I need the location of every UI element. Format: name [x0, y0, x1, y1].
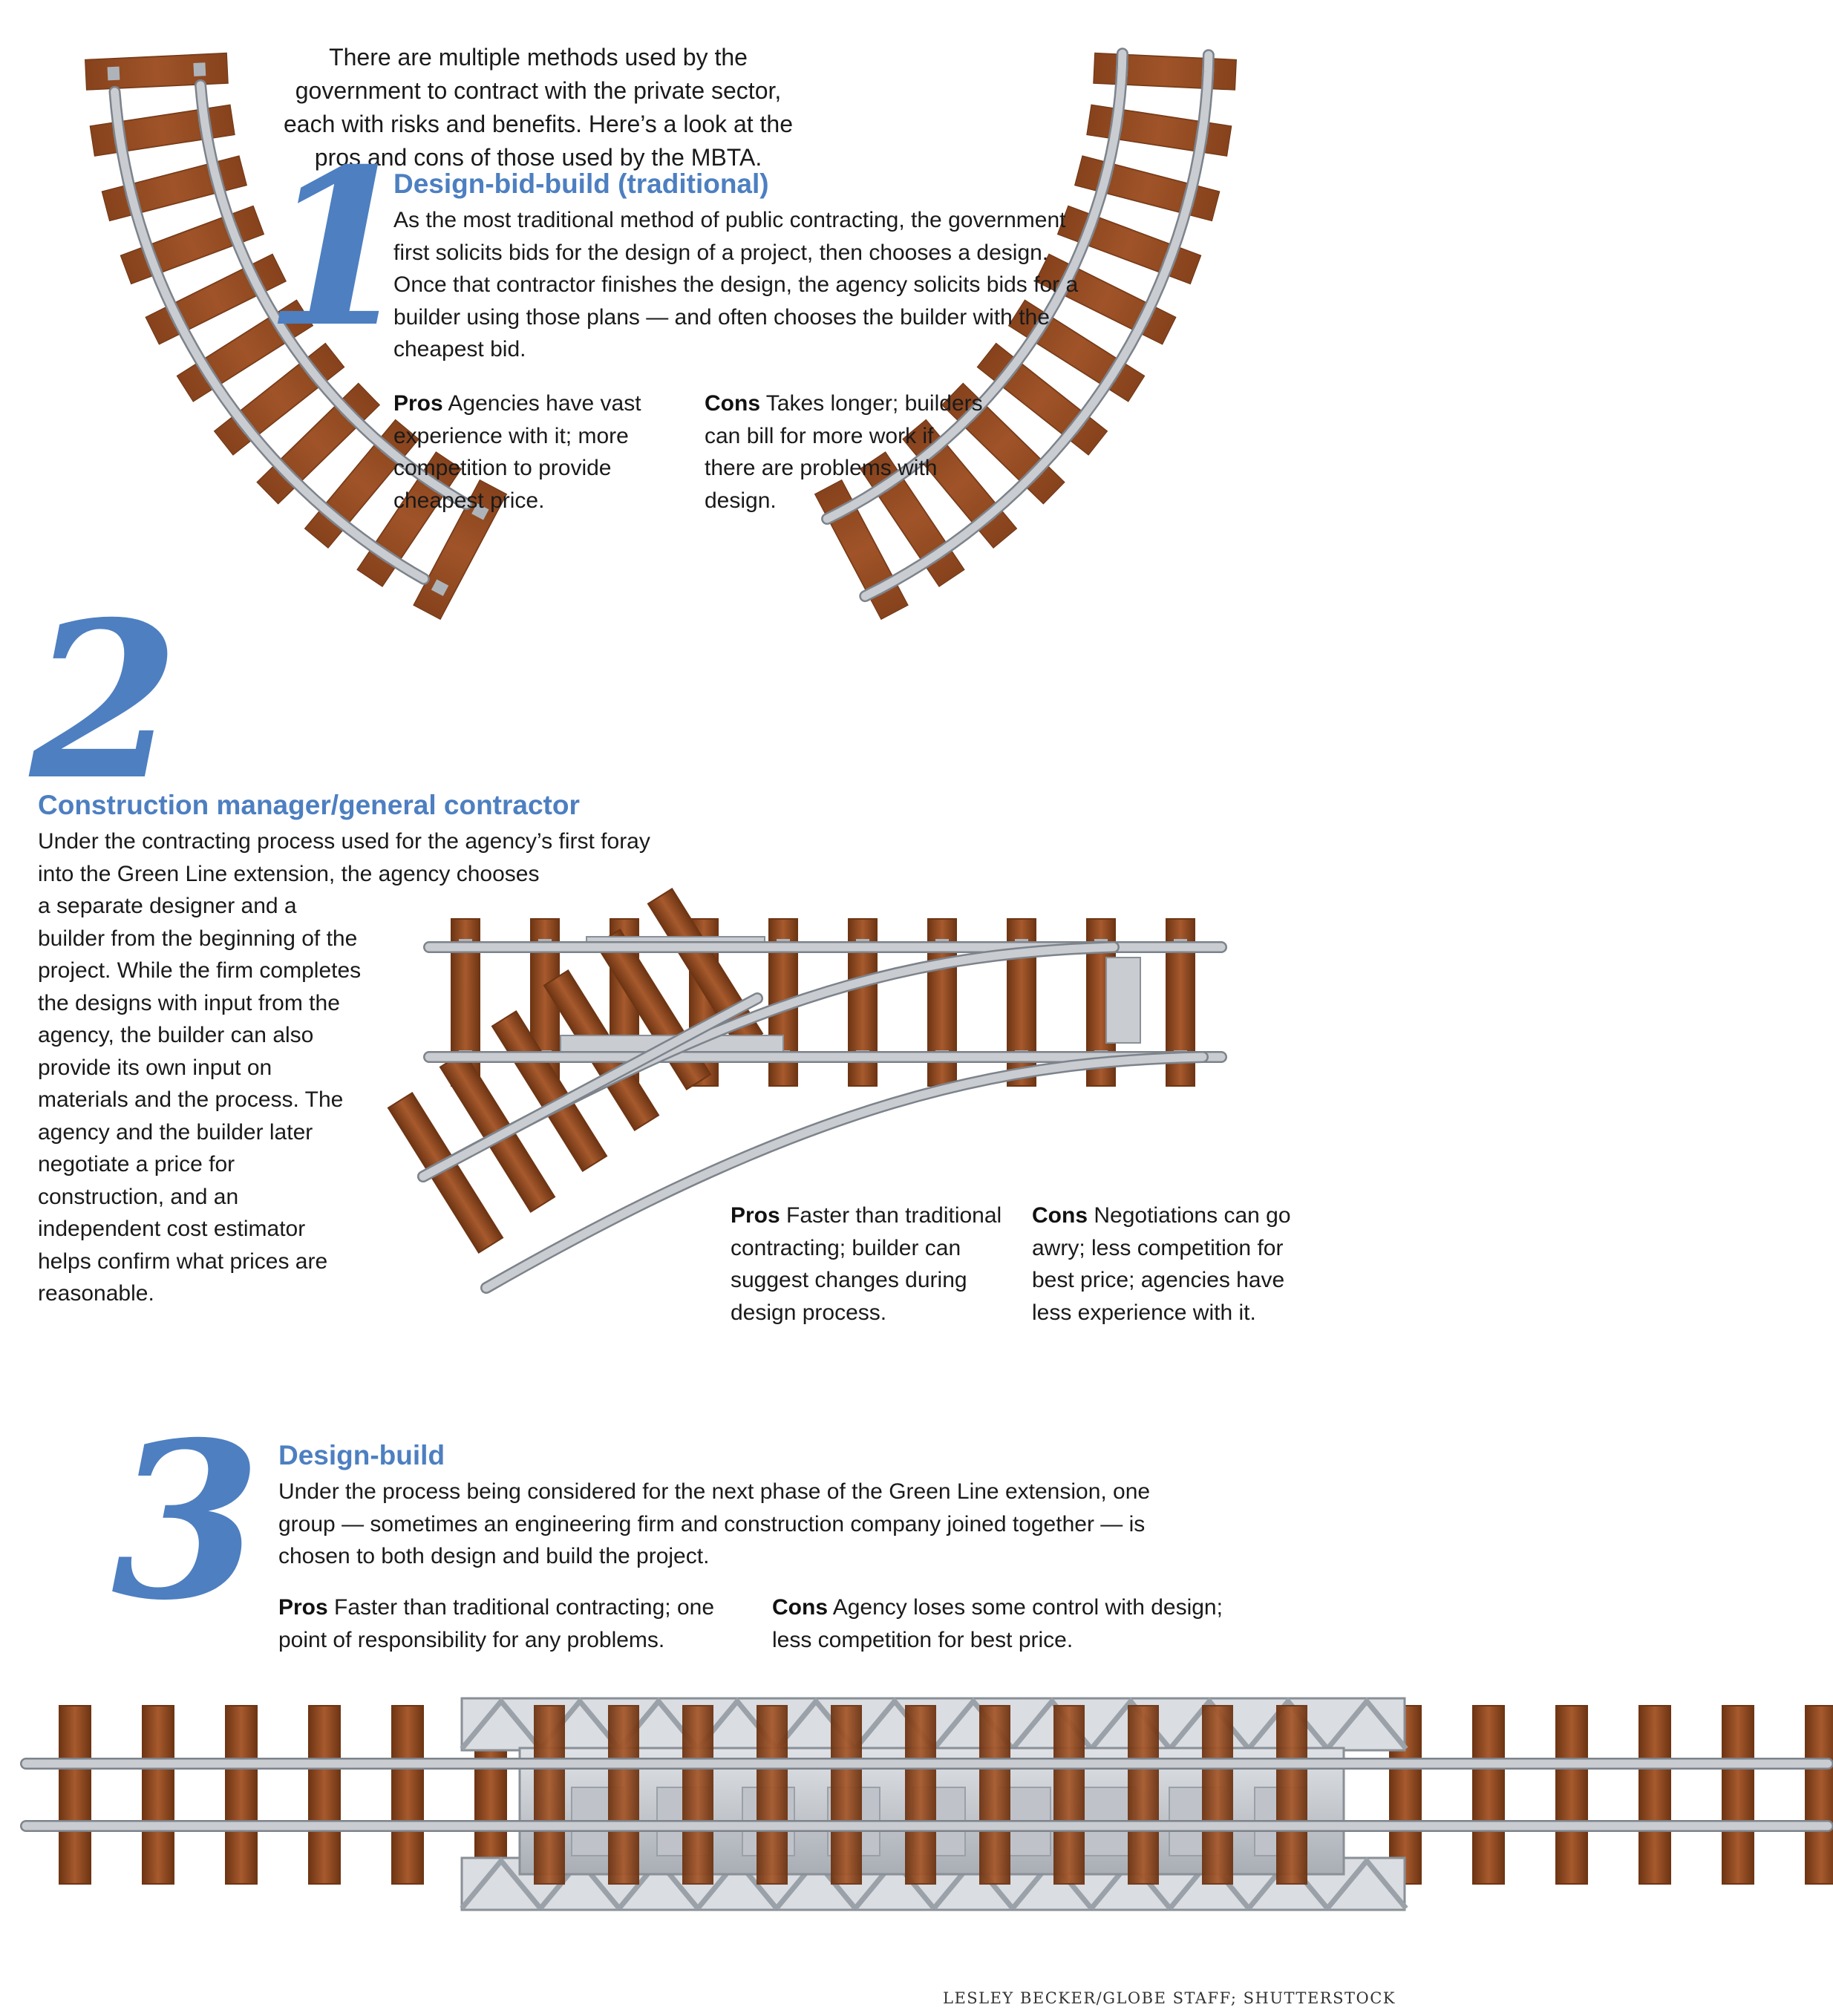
bridge-tie — [905, 1705, 936, 1885]
section-1-cons-text: Takes longer; builders can bill for more… — [705, 391, 983, 513]
section-3-pros-text: Faster than traditional contracting; one… — [278, 1595, 715, 1652]
section-3-pros: Pros Faster than traditional contracting… — [278, 1591, 739, 1656]
section-1-pros-text: Agencies have vast experience with it; m… — [393, 391, 641, 513]
section-3-pros-label: Pros — [278, 1595, 328, 1620]
switch-diag-tie-group — [387, 1092, 504, 1254]
section-1-cons-label: Cons — [705, 391, 760, 416]
section-3-body: Under the process being considered for t… — [278, 1479, 1151, 1568]
section-3-title: Design-build — [278, 1440, 445, 1470]
left-curve-tie-plate — [431, 579, 449, 597]
bridge-approach-tie — [1555, 1705, 1588, 1885]
switch-diverge-rail-b — [482, 1053, 1207, 1292]
section-2-cons: Cons Negotiations can go awry; less comp… — [1032, 1200, 1299, 1329]
switch-plate — [1105, 957, 1141, 1044]
section-2-body-rest: a separate designer and a builder from t… — [38, 894, 362, 1306]
bridge-tie — [757, 1705, 788, 1885]
bridge-tie — [1053, 1705, 1085, 1885]
bridge-tie — [1128, 1705, 1159, 1885]
section-3-cons: Cons Agency loses some control with desi… — [772, 1591, 1232, 1656]
right-curve-tie-face — [1094, 53, 1236, 90]
section-2-pros: Pros Faster than traditional contracting… — [731, 1200, 1005, 1329]
section-3-number: 3 — [111, 1395, 261, 1648]
bridge-approach-tie — [1722, 1705, 1754, 1885]
section-1-cons: Cons Takes longer; builders can bill for… — [705, 387, 987, 517]
left-curve-tie-plate — [471, 503, 489, 520]
section-2-cons-text: Negotiations can go awry; less competiti… — [1032, 1203, 1291, 1325]
section-1-body: As the most traditional method of public… — [393, 208, 1079, 361]
track-curve-right — [814, 48, 1237, 621]
right-curve-tie-group — [1093, 52, 1237, 91]
section-2-number: 2 — [30, 575, 180, 828]
bridge-approach-tie — [142, 1705, 174, 1885]
bridge-approach-tie — [391, 1705, 424, 1885]
intro-text: There are multiple methods used by the g… — [284, 44, 793, 171]
bridge-tie — [1202, 1705, 1233, 1885]
track-bridge — [20, 1697, 1833, 1911]
left-curve-tie-plate — [193, 62, 206, 76]
bridge-tie — [682, 1705, 713, 1885]
section-1-pros: Pros Agencies have vast experience with … — [393, 387, 683, 517]
switch-point-rail — [419, 994, 762, 1181]
photo-credit: LESLEY BECKER/GLOBE STAFF; SHUTTERSTOCK — [943, 1989, 1396, 2007]
left-curve-tie-group — [413, 479, 508, 621]
bridge-approach-tie — [225, 1705, 258, 1885]
right-curve-rail-outer — [860, 50, 1213, 600]
bridge-truss-top-lattice — [460, 1697, 1408, 1751]
section-1-title: Design-bid-build (traditional) — [393, 168, 769, 199]
bridge-approach-tie — [1472, 1705, 1505, 1885]
left-curve-tie-face — [85, 53, 228, 90]
left-curve-rail-outer — [111, 88, 428, 583]
section-3-cons-text: Agency loses some control with design; l… — [772, 1595, 1223, 1652]
section-2-body-top: Under the contracting process used for t… — [38, 829, 650, 886]
switch-diag-tie — [387, 1092, 504, 1254]
bridge-tie — [831, 1705, 862, 1885]
section-2-title: Construction manager/general contractor — [38, 790, 580, 820]
left-curve-tie-plate — [107, 66, 120, 81]
bridge-tie — [534, 1705, 565, 1885]
section-1-pros-label: Pros — [393, 391, 443, 416]
bridge-approach-tie — [1805, 1705, 1833, 1885]
bridge-approach-tie — [308, 1705, 341, 1885]
bridge-tie — [1276, 1705, 1307, 1885]
section-2-pros-text: Faster than traditional contracting; bui… — [731, 1203, 1002, 1325]
section-1-number: 1 — [264, 122, 414, 375]
section-2-pros-label: Pros — [731, 1203, 780, 1228]
track-switch — [387, 888, 1227, 1294]
left-curve-rail-inner — [196, 81, 471, 508]
right-curve-rail-inner — [823, 49, 1127, 523]
track-curve-left — [85, 52, 508, 621]
section-3-cons-label: Cons — [772, 1595, 828, 1620]
section-2-cons-label: Cons — [1032, 1203, 1088, 1228]
bridge-tie — [608, 1705, 639, 1885]
bridge-tie — [979, 1705, 1010, 1885]
bridge-approach-tie — [1638, 1705, 1671, 1885]
bridge-approach-tie — [59, 1705, 91, 1885]
left-curve-tie-group — [85, 52, 229, 91]
